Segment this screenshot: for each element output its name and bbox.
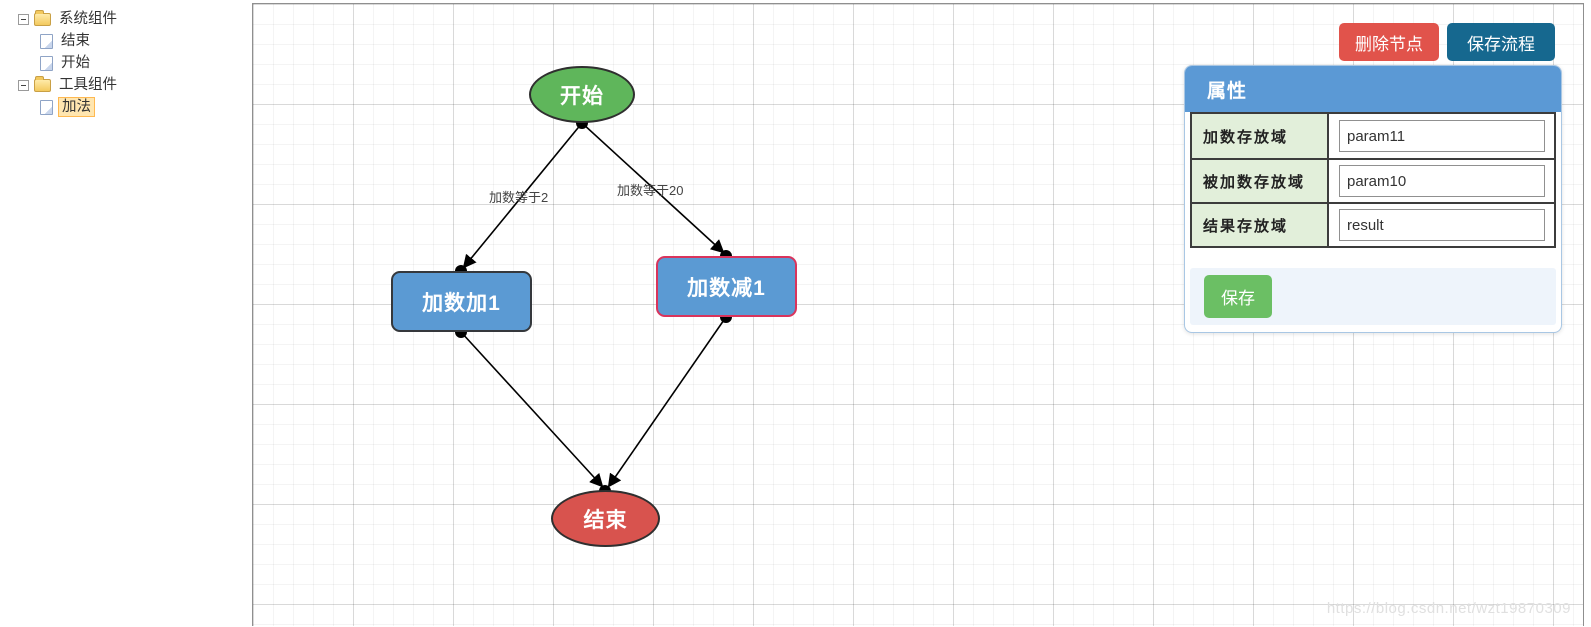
tree-leaf-end[interactable]: 结束	[18, 30, 252, 52]
property-row: 加数存放域	[1192, 114, 1554, 158]
save-flow-button[interactable]: 保存流程	[1447, 23, 1555, 61]
tree-leaf-addition[interactable]: 加法	[18, 96, 252, 118]
flow-node-end[interactable]: 结束	[551, 490, 660, 547]
properties-panel-footer: 保存	[1190, 268, 1556, 325]
tree-leaf-start[interactable]: 开始	[18, 52, 252, 74]
folder-icon	[34, 9, 51, 26]
edge-condition-label: 加数等于2	[489, 190, 549, 205]
addend-storage-field[interactable]	[1339, 120, 1545, 152]
collapse-icon[interactable]	[18, 13, 29, 25]
properties-table: 加数存放域 被加数存放域 结果存放域	[1190, 112, 1556, 248]
document-icon	[40, 55, 53, 71]
save-properties-button[interactable]: 保存	[1204, 275, 1272, 318]
component-tree-sidebar: 系统组件 结束 开始 工具组件 加法	[0, 0, 252, 626]
tree-node-tool-components[interactable]: 工具组件	[18, 74, 252, 96]
tree-node-label[interactable]: 工具组件	[59, 77, 117, 93]
flow-node-add-one[interactable]: 加数加1	[391, 271, 532, 332]
flow-canvas[interactable]: 开始 加数加1 加数减1 结束 加数等于2 加数等于20 删除节点 保存流程 属…	[252, 3, 1584, 626]
property-row: 被加数存放域	[1192, 158, 1554, 202]
flow-node-subtract-one[interactable]: 加数减1	[656, 256, 797, 317]
tree-leaf-label[interactable]: 结束	[61, 33, 90, 49]
augend-storage-field[interactable]	[1339, 165, 1545, 197]
collapse-icon[interactable]	[18, 79, 29, 91]
flow-node-start[interactable]: 开始	[529, 66, 635, 123]
tree-node-system-components[interactable]: 系统组件	[18, 8, 252, 30]
property-label: 被加数存放域	[1192, 160, 1329, 202]
folder-icon	[34, 75, 51, 92]
property-label: 结果存放域	[1192, 204, 1329, 246]
tree-node-label[interactable]: 系统组件	[59, 11, 117, 27]
properties-panel: 属性 加数存放域 被加数存放域 结果存放域 保存	[1184, 65, 1562, 333]
property-row: 结果存放域	[1192, 202, 1554, 246]
edge-condition-label: 加数等于20	[617, 183, 684, 198]
property-label: 加数存放域	[1192, 114, 1329, 158]
tree-leaf-label[interactable]: 开始	[61, 55, 90, 71]
document-icon	[40, 33, 53, 49]
watermark-text: https://blog.csdn.net/wzt19870309	[1326, 600, 1571, 617]
document-icon	[40, 99, 53, 115]
result-storage-field[interactable]	[1339, 209, 1545, 241]
tree-leaf-label-selected[interactable]: 加法	[58, 97, 95, 117]
delete-node-button[interactable]: 删除节点	[1339, 23, 1439, 61]
properties-panel-title: 属性	[1185, 66, 1561, 112]
